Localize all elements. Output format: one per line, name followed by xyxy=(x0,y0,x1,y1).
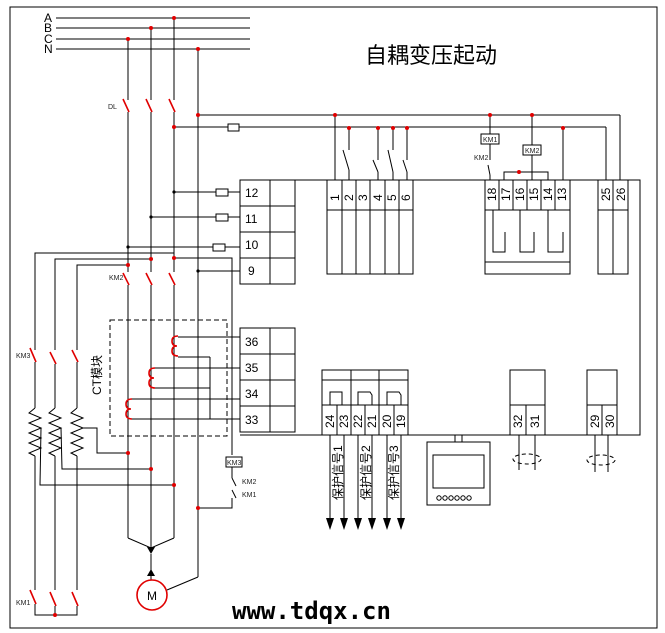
protect-signal-1: 保护信号1 xyxy=(331,445,345,500)
dl-label: DL xyxy=(108,104,117,111)
terminal-5: 5 xyxy=(385,194,399,201)
controller-outline xyxy=(240,179,641,436)
terminal-19: 19 xyxy=(394,414,408,428)
bus-label-c: C xyxy=(44,32,53,46)
terminal-block-protect xyxy=(321,369,409,436)
terminal-4: 4 xyxy=(371,194,385,201)
terminal-30: 30 xyxy=(603,414,617,428)
terminal-21: 21 xyxy=(365,414,379,428)
bus-label-n: N xyxy=(44,42,53,56)
terminal-10: 10 xyxy=(245,238,259,252)
bus-label-b: B xyxy=(44,21,52,35)
km1-label: KM1 xyxy=(16,600,31,607)
terminal-15: 15 xyxy=(527,187,541,201)
terminal-block-power xyxy=(597,179,629,275)
protect-signal-2: 保护信号2 xyxy=(359,445,373,500)
terminal-16: 16 xyxy=(513,187,527,201)
terminal-12: 12 xyxy=(245,186,259,200)
terminal-34: 34 xyxy=(245,387,259,401)
km2-main-label: KM2 xyxy=(109,275,124,282)
protect-signal-3: 保护信号3 xyxy=(387,445,401,500)
terminal-25: 25 xyxy=(599,187,613,201)
motor-label: M xyxy=(147,589,157,603)
terminal-35: 35 xyxy=(245,361,259,375)
terminal-block-inputs xyxy=(326,179,414,275)
terminal-23: 23 xyxy=(337,414,351,428)
terminal-6: 6 xyxy=(399,194,413,201)
power-buses: A B C N xyxy=(44,11,250,56)
terminal-block-comm1 xyxy=(509,369,546,470)
km3-coil xyxy=(225,456,243,468)
km2-interlock-label: KM2 xyxy=(474,155,489,162)
terminal-11: 11 xyxy=(245,212,258,226)
motor-icon xyxy=(136,579,168,611)
ct-module-box xyxy=(109,319,228,437)
km3-label: KM3 xyxy=(16,353,31,360)
terminal-26: 26 xyxy=(614,187,628,201)
junction-nodes xyxy=(53,16,565,617)
km1-coil-label: KM1 xyxy=(483,137,498,144)
km1-nc-label: KM1 xyxy=(242,492,257,499)
terminal-20: 20 xyxy=(380,414,394,428)
display-screen xyxy=(432,454,485,489)
terminal-block-relays xyxy=(484,179,571,275)
terminal-32: 32 xyxy=(511,414,525,428)
diagram-title: 自耦变压起动 xyxy=(365,44,497,69)
terminal-24: 24 xyxy=(323,414,337,428)
km2-coil-label: KM2 xyxy=(525,148,540,155)
terminal-29: 29 xyxy=(588,414,602,428)
terminal-block-left: 12 11 10 9 xyxy=(239,179,296,285)
display-unit xyxy=(426,435,491,506)
current-transformers xyxy=(125,335,240,420)
terminal-2: 2 xyxy=(342,194,356,201)
terminal-17: 17 xyxy=(499,187,513,201)
watermark: www.tdqx.cn xyxy=(232,597,391,625)
ct-module-label: CT模块 xyxy=(90,355,104,395)
terminal-block-ct: 36 35 34 33 xyxy=(239,327,296,433)
terminal-13: 13 xyxy=(555,187,569,201)
terminal-3: 3 xyxy=(356,194,370,201)
protect-signal-outputs xyxy=(326,435,405,530)
terminal-9: 9 xyxy=(248,264,255,278)
km3-coil-label: KM3 xyxy=(227,460,242,467)
terminal-block-comm2 xyxy=(586,369,618,472)
terminal-18: 18 xyxy=(485,187,499,201)
main-circuit: DL KM2 M xyxy=(108,18,199,611)
terminal-36: 36 xyxy=(245,335,259,349)
terminal-31: 31 xyxy=(528,414,542,428)
transformer-winding-2 xyxy=(47,407,63,457)
terminal-33: 33 xyxy=(245,413,259,427)
terminal-14: 14 xyxy=(541,187,555,201)
terminal-1: 1 xyxy=(328,194,342,201)
terminal-22: 22 xyxy=(351,414,365,428)
km2-nc-label: KM2 xyxy=(242,479,257,486)
bus-label-a: A xyxy=(44,11,52,25)
transformer-winding-1 xyxy=(27,407,43,457)
transformer-winding-3 xyxy=(69,407,85,457)
frame xyxy=(9,6,658,629)
